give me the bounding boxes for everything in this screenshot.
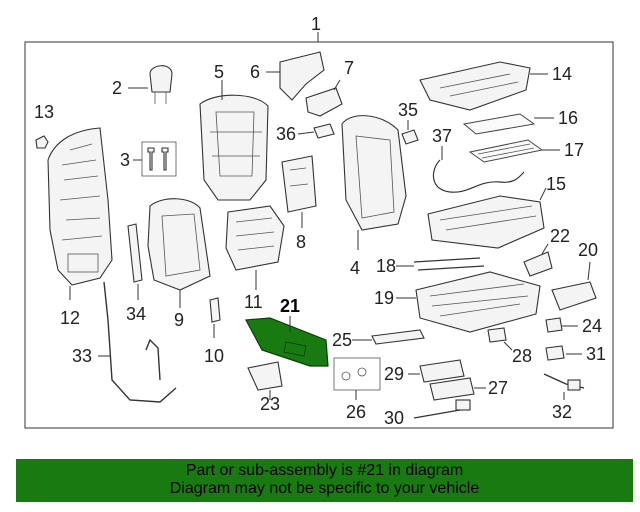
part-35-clip[interactable]: [401, 129, 419, 145]
callout-37[interactable]: 37: [432, 126, 452, 146]
part-9-back-panel[interactable]: [147, 198, 211, 291]
part-8-panel[interactable]: [281, 155, 317, 213]
part-31-switch[interactable]: [545, 345, 565, 361]
part-34-strip[interactable]: [127, 223, 143, 283]
part-15-seat-cushion[interactable]: [427, 195, 545, 249]
callout-9[interactable]: 9: [174, 310, 184, 330]
callout-36[interactable]: 36: [276, 124, 296, 144]
part-2-headrest[interactable]: [149, 65, 173, 93]
callout-6[interactable]: 6: [250, 62, 260, 82]
part-23-trim[interactable]: [247, 361, 283, 391]
part-7-bracket[interactable]: [305, 87, 343, 117]
callout-20[interactable]: 20: [578, 240, 598, 260]
part-29-module[interactable]: [419, 359, 465, 383]
callout-18[interactable]: 18: [376, 256, 396, 276]
part-22-bracket[interactable]: [523, 251, 553, 277]
callout-27[interactable]: 27: [488, 378, 508, 398]
part-19-seat-frame[interactable]: [415, 271, 541, 333]
callout-21[interactable]: 21: [280, 296, 300, 316]
callout-3[interactable]: 3: [120, 150, 130, 170]
callout-29[interactable]: 29: [384, 364, 404, 384]
part-11-back-internals[interactable]: [225, 205, 285, 271]
part-3-bolts-box: [141, 141, 177, 177]
callout-16[interactable]: 16: [558, 108, 578, 128]
part-24-knob[interactable]: [545, 317, 563, 333]
callout-11[interactable]: 11: [244, 292, 263, 312]
callout-23[interactable]: 23: [260, 394, 280, 414]
callout-8[interactable]: 8: [296, 232, 306, 252]
part-12-seatback-frame[interactable]: [47, 127, 113, 286]
callout-33[interactable]: 33: [72, 346, 92, 366]
callout-1[interactable]: 1: [311, 14, 321, 34]
callout-13[interactable]: 13: [34, 102, 54, 122]
part-6-bracket[interactable]: [279, 51, 325, 101]
part-20-trim[interactable]: [551, 281, 597, 311]
info-banner: Part or sub-assembly is #21 in diagram D…: [16, 459, 633, 502]
callout-4[interactable]: 4: [350, 258, 360, 278]
part-36-pad[interactable]: [313, 123, 335, 139]
callout-7[interactable]: 7: [344, 58, 354, 78]
part-25-strip[interactable]: [371, 329, 425, 345]
banner-line-2: Diagram may not be specific to your vehi…: [169, 480, 480, 497]
parts-diagram: 1 13 12 2 3 5 6 7 36 8 4 14 35: [24, 14, 614, 429]
callout-22[interactable]: 22: [550, 226, 570, 246]
callout-32[interactable]: 32: [552, 402, 572, 422]
part-37-wire[interactable]: [432, 159, 525, 193]
part-14-cushion-top[interactable]: [419, 61, 531, 111]
part-26-kit[interactable]: [333, 357, 381, 391]
part-3-bolt-a[interactable]: [147, 147, 155, 171]
callout-12[interactable]: 12: [60, 308, 80, 328]
part-27-module[interactable]: [429, 377, 475, 401]
part-3-bolt-b[interactable]: [161, 147, 169, 171]
part-5-backrest-trim[interactable]: [199, 94, 269, 201]
callout-25[interactable]: 25: [332, 330, 352, 350]
callout-17[interactable]: 17: [564, 140, 584, 160]
part-13-clip[interactable]: [35, 135, 49, 149]
callout-5[interactable]: 5: [214, 62, 224, 82]
callout-10[interactable]: 10: [204, 346, 224, 366]
callout-35[interactable]: 35: [398, 100, 418, 120]
part-16-pad[interactable]: [462, 113, 536, 135]
callout-14[interactable]: 14: [552, 64, 572, 84]
banner-line-1: Part or sub-assembly is #21 in diagram: [185, 462, 464, 479]
callout-15[interactable]: 15: [546, 174, 566, 194]
callout-34[interactable]: 34: [126, 304, 146, 324]
part-33-harness[interactable]: [103, 281, 177, 403]
callout-19[interactable]: 19: [374, 288, 394, 308]
callout-31[interactable]: 31: [586, 344, 606, 364]
callout-24[interactable]: 24: [582, 316, 602, 336]
part-28-block[interactable]: [487, 327, 507, 343]
callout-30[interactable]: 30: [384, 408, 404, 428]
callout-26[interactable]: 26: [346, 402, 366, 422]
callout-2[interactable]: 2: [112, 78, 122, 98]
part-18-rail[interactable]: [413, 257, 485, 271]
part-10-clip[interactable]: [209, 297, 221, 323]
callout-28[interactable]: 28: [512, 346, 532, 366]
